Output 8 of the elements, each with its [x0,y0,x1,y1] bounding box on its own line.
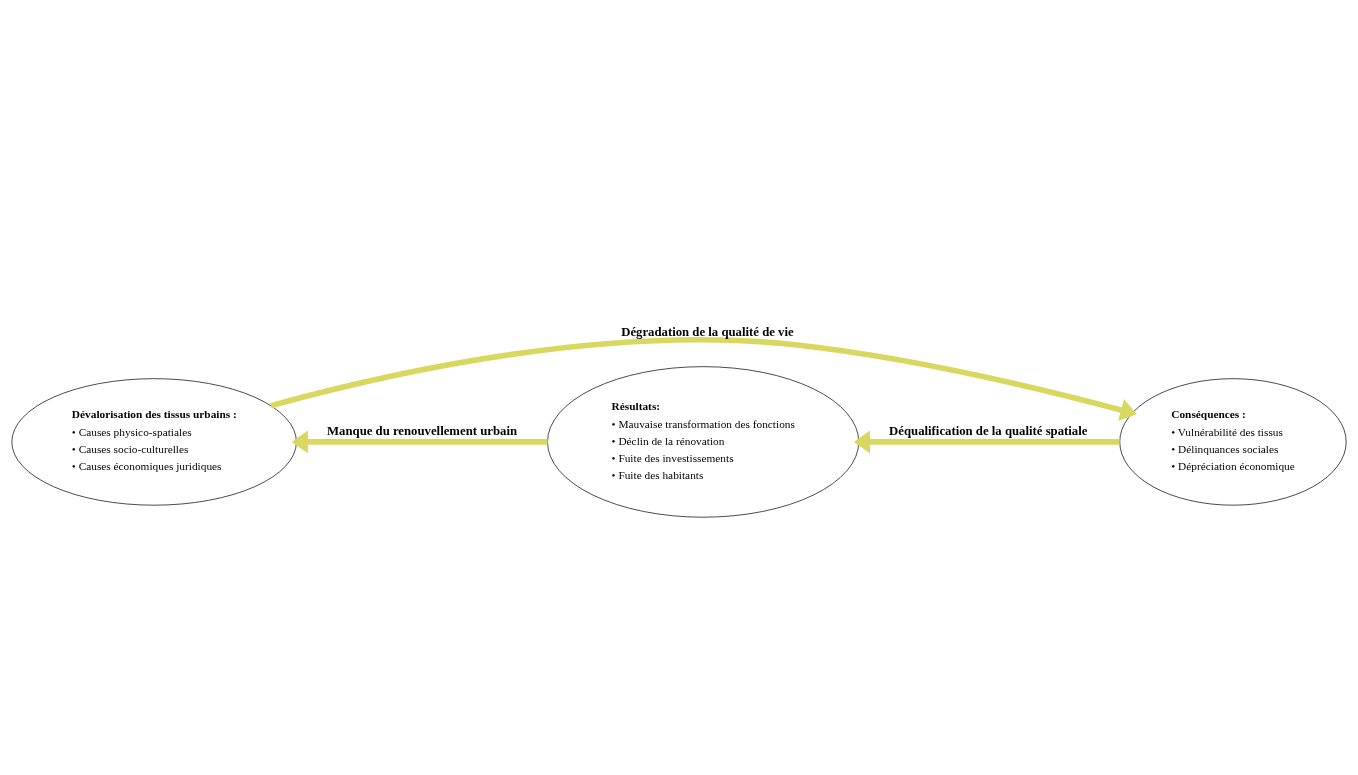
edge-label: Déqualification de la qualité spatiale [889,423,1088,438]
arrow [270,336,1137,421]
edge-label: Dégradation de la qualité de vie [621,324,794,339]
arrow [291,430,548,453]
node-ellipse: Résultats: • Mauvaise transformation des fonctions • Déclin de la rénovation • Fuite des investissements • Fuite des habitants [547,365,860,518]
node-ellipse: Dévalorisation des tissus urbains : • Causes physico-spatiales • Causes socio-culturelles • Causes économiques juridiques [11,377,297,506]
edge-label: Manque du renouvellement urbain [327,423,518,438]
arrow [853,430,1120,453]
